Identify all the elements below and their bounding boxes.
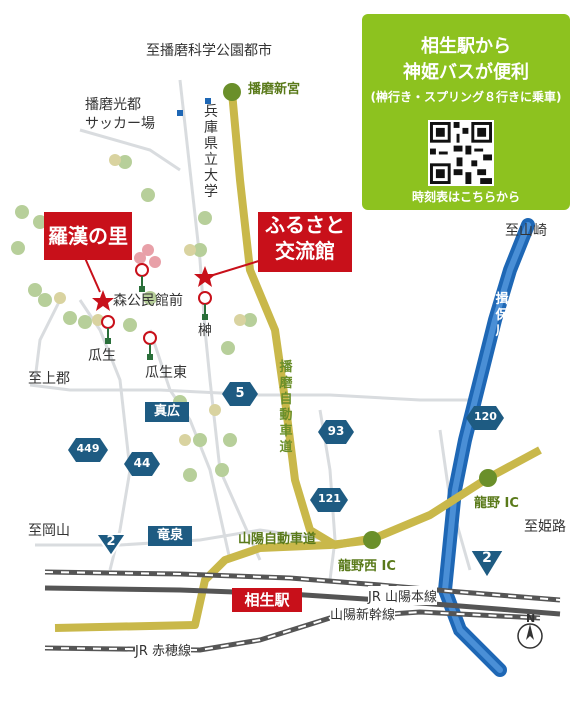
ibo-river-label: 揖保川 <box>495 292 509 339</box>
route-5-number: 5 <box>235 386 245 401</box>
timetable-link[interactable]: 時刻表はこちらから <box>411 190 520 204</box>
route-2-shield-west <box>94 533 128 558</box>
to-science-park-label: 至播磨科学公園都市 <box>146 43 272 59</box>
qr-code-icon[interactable] <box>428 120 494 186</box>
route-2-east-number: 2 <box>482 550 492 566</box>
bus-info-line3: (榊行き・スプリング８行きに乗車) <box>370 90 562 104</box>
furusato-line2: 交流館 <box>275 239 335 263</box>
jr-ako-label: JR 赤穂線 <box>135 640 191 659</box>
harima-shingu-node <box>223 83 241 101</box>
sakaki-label: 榊 <box>198 323 212 339</box>
ryusen-tag: 竜泉 <box>148 526 192 546</box>
bus-info-panel: 相生駅から 神姫バスが便利 (榊行き・スプリング８行きに乗車) 時刻表はこちらか… <box>362 14 570 210</box>
tatsuno-ic-label: 龍野 IC <box>474 496 519 511</box>
route-93-number: 93 <box>327 424 345 438</box>
harima-expressway <box>228 91 542 549</box>
harima-expressway-label: 播磨自動車道 <box>279 360 293 455</box>
shinkansen-label: 山陽新幹線 <box>330 604 396 623</box>
furusato-box: ふるさと 交流館 <box>258 212 352 272</box>
tatsuno-nishi-ic-label: 龍野西 IC <box>338 559 396 574</box>
tree-icons <box>11 154 257 482</box>
route-shields <box>68 382 504 512</box>
bus-info-line1: 相生駅から <box>421 36 511 57</box>
to-kamigori-label: 至上郡 <box>28 371 70 387</box>
rakan-no-sato-box: 羅漢の里 <box>44 212 132 260</box>
tatsuno-nishi-ic-node <box>363 531 381 549</box>
route-44-number: 44 <box>133 456 151 470</box>
route-120-number: 120 <box>474 410 497 423</box>
rakan-star-icon <box>92 290 114 311</box>
jr-sanyo-label: JR 山陽本線 <box>368 586 437 605</box>
compass-north-label: N <box>526 612 536 625</box>
sanyo-expressway <box>54 536 373 632</box>
route-121-number: 121 <box>318 492 341 505</box>
route-2-west-number: 2 <box>106 534 116 549</box>
university-marker <box>205 98 211 104</box>
route-2-shield-east <box>468 549 506 580</box>
furusato-line1: ふるさと <box>265 213 345 237</box>
soccer-field-label: サッカー場 <box>85 116 155 132</box>
mori-hall-label: 森公民館前 <box>113 293 183 309</box>
route-449-number: 449 <box>76 442 100 455</box>
ibo-river <box>437 218 535 677</box>
mahiro-tag: 真広 <box>145 402 189 422</box>
sanyo-expressway-label: 山陽自動車道 <box>238 532 317 547</box>
to-yamasaki-label: 至山崎 <box>505 223 547 239</box>
soccer-field-marker <box>177 110 183 116</box>
to-okayama-label: 至岡山 <box>28 523 70 539</box>
aioi-station-box: 相生駅 <box>232 588 302 612</box>
uryu-higashi-label: 瓜生東 <box>145 365 187 381</box>
bus-stop-icons <box>101 263 212 360</box>
harima-shingu-label: 播磨新宮 <box>248 82 301 97</box>
university-label: 兵庫県立大学 <box>204 104 218 200</box>
harima-park-label: 播磨光都 <box>85 97 141 113</box>
bus-info-line2: 神姫バスが便利 <box>403 62 529 83</box>
tatsuno-ic-node <box>479 469 497 487</box>
uryu-label: 瓜生 <box>88 348 116 364</box>
to-himeji-label: 至姫路 <box>524 519 566 535</box>
railways <box>44 569 561 653</box>
furusato-star-icon <box>194 266 216 287</box>
